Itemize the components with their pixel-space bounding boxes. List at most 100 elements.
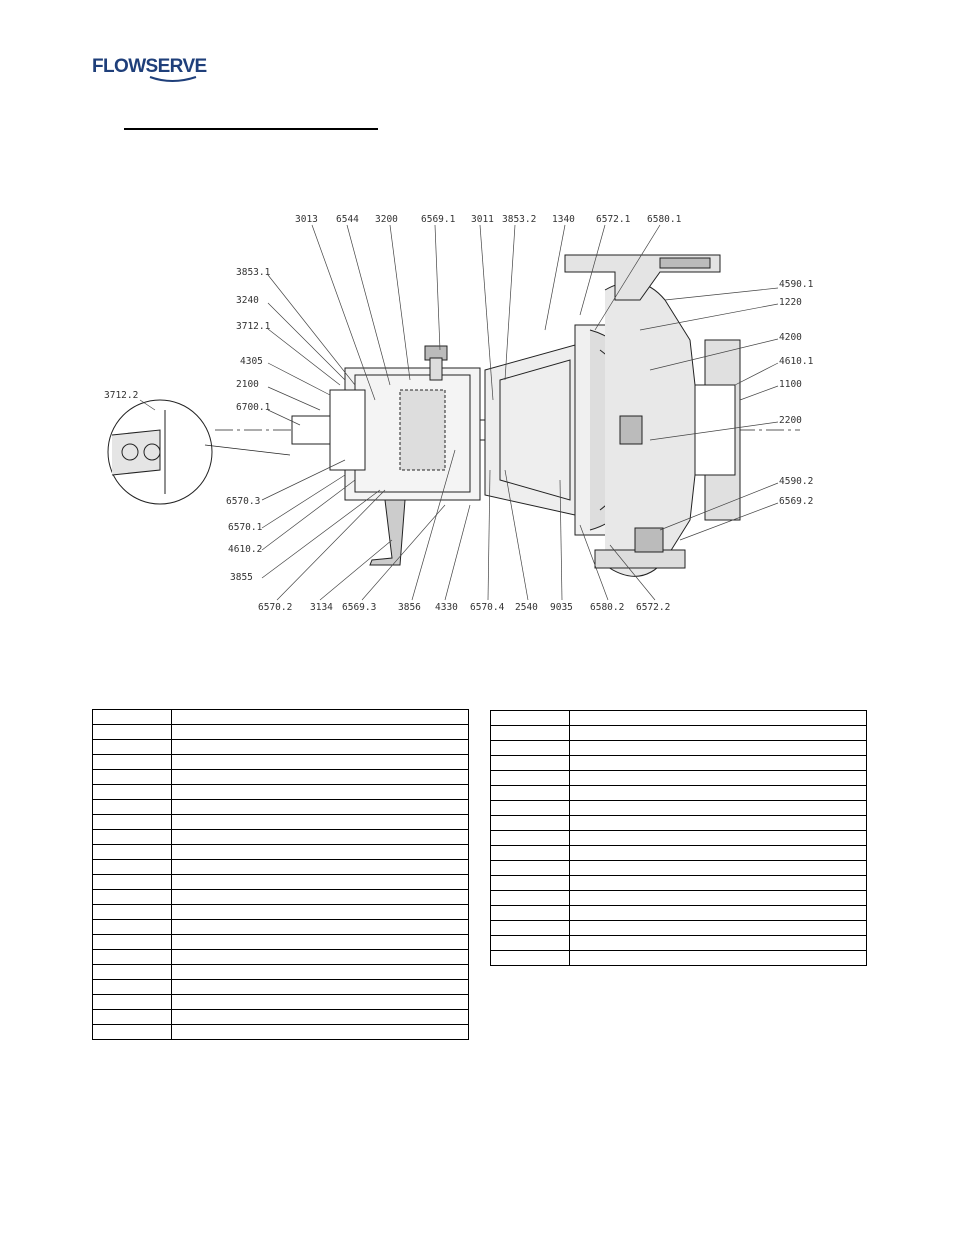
part-description-cell	[569, 845, 867, 861]
part-number-cell	[91, 814, 173, 830]
table-row	[489, 770, 867, 786]
part-description-cell	[171, 1024, 469, 1040]
part-number-cell	[489, 860, 571, 876]
label-4610-2: 4610.2	[228, 544, 262, 555]
part-number-cell	[91, 979, 173, 995]
table-row	[489, 935, 867, 951]
label-3240: 3240	[236, 295, 259, 306]
part-number-cell	[489, 950, 571, 966]
part-description-cell	[171, 904, 469, 920]
table-row	[91, 934, 469, 950]
part-number-cell	[91, 919, 173, 935]
label-3853-2: 3853.2	[502, 214, 536, 225]
label-3712-2: 3712.2	[104, 390, 138, 401]
part-number-cell	[489, 875, 571, 891]
label-1220: 1220	[779, 297, 802, 308]
part-number-cell	[91, 889, 173, 905]
table-row	[91, 844, 469, 860]
parts-table-left	[91, 709, 469, 1040]
label-6572-2: 6572.2	[636, 602, 670, 613]
part-description-cell	[171, 709, 469, 725]
label-3712-1: 3712.1	[236, 321, 271, 332]
label-4610-1: 4610.1	[779, 356, 814, 367]
table-row	[489, 860, 867, 876]
label-4590-2: 4590.2	[779, 476, 813, 487]
part-number-cell	[489, 800, 571, 816]
part-description-cell	[569, 905, 867, 921]
table-row	[489, 755, 867, 771]
part-number-cell	[91, 949, 173, 965]
label-6569-2: 6569.2	[779, 496, 813, 507]
label-6570-3: 6570.3	[226, 496, 260, 507]
part-number-cell	[489, 755, 571, 771]
table-row	[489, 710, 867, 726]
part-description-cell	[569, 815, 867, 831]
part-description-cell	[569, 860, 867, 876]
label-6544: 6544	[336, 214, 359, 225]
part-description-cell	[171, 919, 469, 935]
table-row	[91, 964, 469, 980]
part-description-cell	[569, 800, 867, 816]
part-number-cell	[91, 1024, 173, 1040]
part-number-cell	[489, 785, 571, 801]
table-row	[489, 740, 867, 756]
part-description-cell	[569, 725, 867, 741]
part-number-cell	[91, 709, 173, 725]
table-row	[91, 829, 469, 845]
table-row	[489, 905, 867, 921]
part-number-cell	[489, 770, 571, 786]
table-row	[91, 904, 469, 920]
part-number-cell	[91, 799, 173, 815]
table-row	[489, 920, 867, 936]
part-number-cell	[91, 934, 173, 950]
part-number-cell	[489, 845, 571, 861]
table-row	[489, 845, 867, 861]
table-row	[489, 815, 867, 831]
part-number-cell	[91, 724, 173, 740]
part-description-cell	[569, 710, 867, 726]
table-row	[91, 1009, 469, 1025]
label-6569-1: 6569.1	[421, 214, 456, 225]
label-3134: 3134	[310, 602, 333, 613]
table-row	[91, 754, 469, 770]
pump-sectional-drawing: 3013 6544 3200 6569.1 3011 3853.2 1340 6…	[104, 214, 814, 613]
part-number-cell	[489, 890, 571, 906]
part-description-cell	[171, 754, 469, 770]
part-number-cell	[489, 935, 571, 951]
part-number-cell	[91, 829, 173, 845]
table-row	[91, 799, 469, 815]
part-number-cell	[91, 739, 173, 755]
label-4200: 4200	[779, 332, 802, 343]
table-row	[91, 889, 469, 905]
table-row	[489, 725, 867, 741]
part-number-cell	[91, 784, 173, 800]
part-number-cell	[489, 920, 571, 936]
table-row	[91, 709, 469, 725]
label-6580-1: 6580.1	[647, 214, 682, 225]
table-row	[489, 890, 867, 906]
part-number-cell	[489, 710, 571, 726]
part-description-cell	[569, 770, 867, 786]
label-2200: 2200	[779, 415, 802, 426]
label-6570-1: 6570.1	[228, 522, 263, 533]
label-6700-1: 6700.1	[236, 402, 271, 413]
part-description-cell	[171, 979, 469, 995]
part-description-cell	[569, 740, 867, 756]
label-2100: 2100	[236, 379, 259, 390]
label-2540: 2540	[515, 602, 538, 613]
label-6572-1: 6572.1	[596, 214, 631, 225]
label-3011: 3011	[471, 214, 494, 225]
label-1340: 1340	[552, 214, 575, 225]
table-row	[91, 874, 469, 890]
part-number-cell	[91, 904, 173, 920]
part-number-cell	[91, 874, 173, 890]
table-row	[91, 724, 469, 740]
label-1100: 1100	[779, 379, 802, 390]
part-description-cell	[569, 755, 867, 771]
part-description-cell	[171, 934, 469, 950]
section-title-rule	[124, 128, 378, 130]
label-4330: 4330	[435, 602, 458, 613]
part-description-cell	[171, 874, 469, 890]
table-row	[91, 979, 469, 995]
label-3853-1: 3853.1	[236, 267, 271, 278]
